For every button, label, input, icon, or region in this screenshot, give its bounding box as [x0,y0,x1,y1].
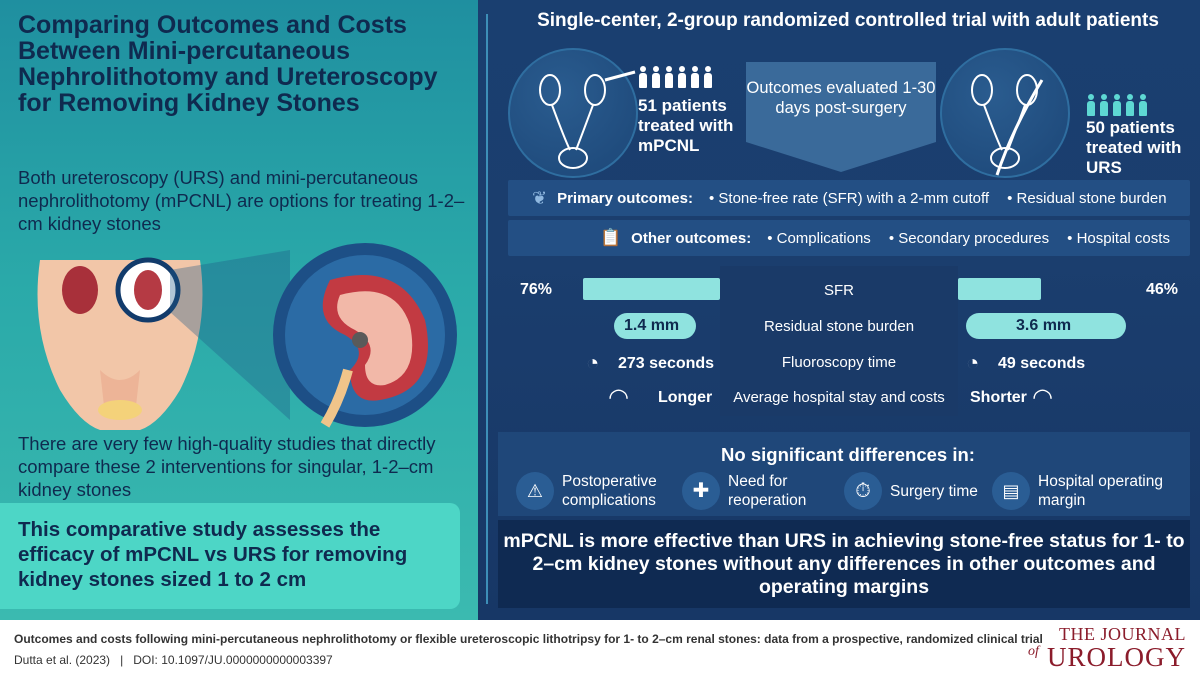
citation-doi: Dutta et al. (2023) | DOI: 10.1097/JU.00… [14,653,333,667]
conclusion-box: mPCNL is more effective than URS in achi… [498,520,1190,608]
residual-mpcnl-pill [614,313,696,339]
left-panel: Comparing Outcomes and Costs Between Min… [0,0,478,620]
residual-urs-value: 3.6 mm [1016,317,1072,334]
journal-logo-of: of [1028,644,1039,659]
stay-mpcnl-value: Longer [658,389,713,406]
gauge-icon: ◠ [1032,384,1053,411]
primary-outcomes-label: Primary outcomes: [557,189,693,207]
authors: Dutta et al. (2023) [14,653,111,667]
page-title: Comparing Outcomes and Costs Between Min… [18,11,438,117]
separator: | [120,653,124,667]
journal-logo-bottom: UROLOGY [1047,642,1186,672]
urs-people-icon [1086,94,1148,116]
no-sig-item: ⏱ Surgery time [844,470,984,512]
no-sig-item-label: Need for reoperation [728,473,807,509]
no-sig-item: ⚠ Postoperative complications [516,470,666,512]
other-outcomes-row: 📋 Other outcomes: • Complications • Seco… [508,220,1190,256]
trial-title: Single-center, 2-group randomized contro… [537,10,1159,31]
fluoro-mpcnl-value: 273 seconds [618,355,715,372]
other-outcome-item: • Secondary procedures [888,229,1050,247]
comparison-center-panel [720,266,958,416]
no-sig-title: No significant differences in: [721,444,975,465]
no-sig-item: ▤ Hospital operating margin [992,470,1192,512]
urs-patient-count: 50 patients treated with URS [1086,118,1182,177]
journal-logo: THE JOURNAL of UROLOGY [1026,622,1186,672]
other-outcome-item: • Hospital costs [1067,229,1170,247]
medical-cross-icon: ✚ [682,472,720,510]
kidney-illustration [37,243,457,430]
mpcnl-people-icon [638,66,713,88]
divider [486,14,488,604]
outcomes-arrow-shape [746,62,936,172]
fluoro-urs-value: 49 seconds [998,355,1086,372]
other-outcomes-label: Other outcomes: [631,229,752,247]
sfr-mpcnl-bar [583,278,720,300]
timer-icon: ◔ [586,350,600,375]
doi-text: DOI: 10.1097/JU.0000000000003397 [133,653,333,667]
sfr-label: SFR [824,282,854,299]
sfr-urs-bar [958,278,1041,300]
stay-label: Average hospital stay and costs [733,389,945,406]
citation-title: Outcomes and costs following mini-percut… [14,632,1043,646]
study-purpose-box: This comparative study assesses the effi… [0,503,460,609]
primary-outcome-item: • Residual stone burden [1007,189,1167,207]
no-sig-item: ✚ Need for reoperation [682,470,832,512]
invoice-icon: ▤ [992,472,1030,510]
no-sig-item-label: Surgery time [890,482,978,500]
fluoro-label: Fluoroscopy time [781,354,897,371]
no-sig-panel [498,432,1190,516]
clipboard-icon: 📋 [600,228,622,247]
stay-urs-value: Shorter [970,389,1027,406]
footer: Outcomes and costs following mini-percut… [0,620,1200,675]
urs-anatomy-icon [940,48,1070,178]
sfr-urs-value: 46% [1146,281,1179,298]
mpcnl-patient-count: 51 patients treated with mPCNL [638,96,734,155]
other-outcome-item: • Complications [767,229,871,247]
sfr-mpcnl-value: 76% [520,281,553,298]
journal-logo-top: THE JOURNAL [1059,624,1186,644]
kidney-icon: ❦ [532,187,548,208]
primary-outcomes-row: ❦ Primary outcomes: • Stone-free rate (S… [508,180,1190,216]
primary-outcome-item: • Stone-free rate (SFR) with a 2-mm cuto… [708,189,990,207]
residual-label: Residual stone burden [763,318,915,335]
stopwatch-icon: ⏱ [844,472,882,510]
right-panel: Single-center, 2-group randomized contro… [478,0,1200,620]
mpcnl-anatomy-icon [508,48,638,178]
few-studies-text: There are very few high-quality studies … [18,433,436,500]
timer-icon: ◔ [966,350,980,375]
residual-urs-pill [966,313,1126,339]
no-sig-item-label: Postoperative complications [562,473,657,509]
residual-mpcnl-value: 1.4 mm [624,317,680,334]
gauge-icon: ◠ [608,384,629,411]
outcomes-evaluated-text: Outcomes evaluated 1-30 days post-surger… [746,79,936,117]
no-sig-item-label: Hospital operating margin [1038,473,1163,509]
warning-icon: ⚠ [516,472,554,510]
intro-text: Both ureteroscopy (URS) and mini-percuta… [18,167,465,234]
